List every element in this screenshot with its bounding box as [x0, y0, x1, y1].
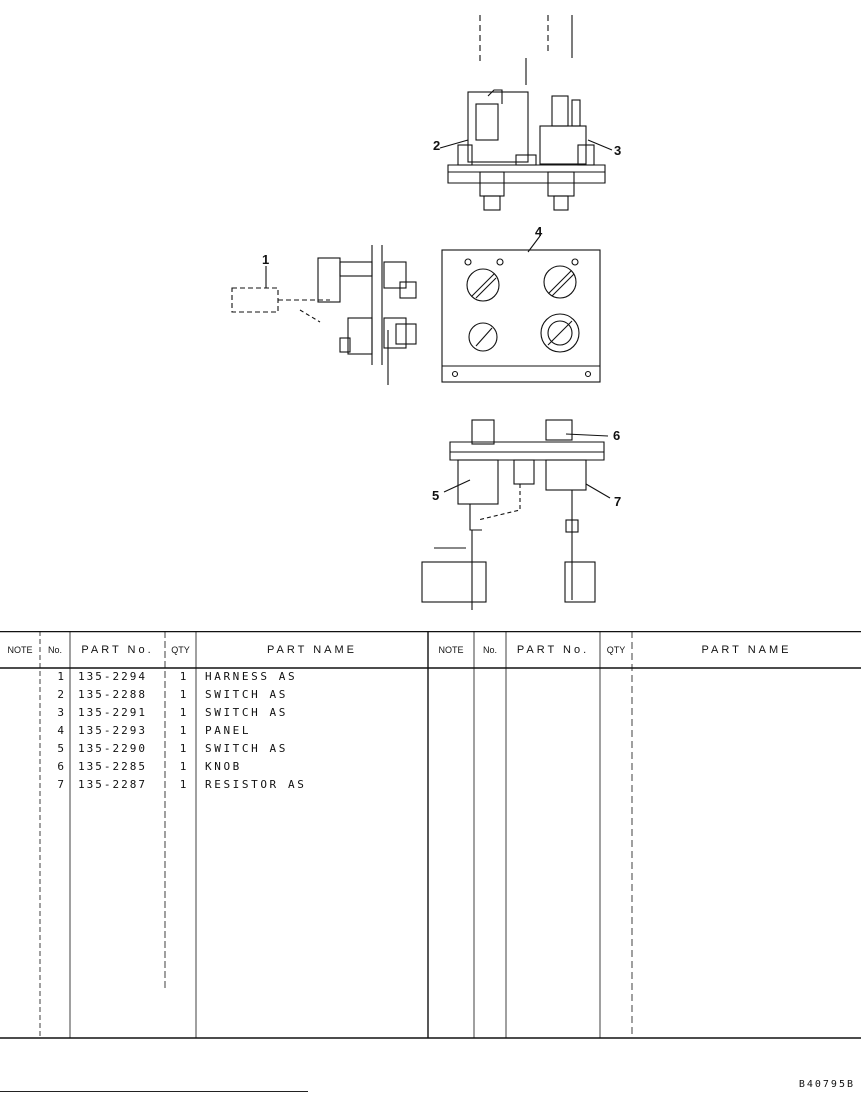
table-row: 1 135-2294 1 HARNESS AS — [0, 668, 428, 686]
row-qty: 1 — [179, 670, 187, 683]
row-part-name: PANEL — [205, 724, 252, 737]
row-part-no: 135-2285 — [78, 760, 147, 773]
callout-2: 2 — [433, 138, 441, 153]
row-part-name: HARNESS AS — [205, 670, 298, 683]
callout-6: 6 — [613, 428, 621, 443]
header-note-right: NOTE — [438, 644, 464, 655]
header-part-no-right: PART No. — [516, 643, 590, 656]
table-row: 4 135-2293 1 PANEL — [0, 722, 428, 740]
row-item-no: 1 — [57, 670, 64, 683]
row-qty: 1 — [179, 706, 187, 719]
row-part-name: SWITCH AS — [205, 688, 289, 701]
row-item-no: 5 — [57, 742, 64, 755]
row-part-name: RESISTOR AS — [205, 778, 307, 791]
row-part-no: 135-2294 — [78, 670, 147, 683]
table-row: 3 135-2291 1 SWITCH AS — [0, 704, 428, 722]
table-row: 6 135-2285 1 KNOB — [0, 758, 428, 776]
header-qty-left: QTY — [171, 644, 190, 655]
table-grid — [0, 631, 861, 1039]
header-qty-right: QTY — [606, 644, 626, 655]
row-qty: 1 — [179, 778, 187, 791]
table-row: 2 135-2288 1 SWITCH AS — [0, 686, 428, 704]
parts-list-table: NOTE No. PART No. QTY PART NAME NOTE No.… — [0, 631, 861, 1039]
row-part-no: 135-2287 — [78, 778, 147, 791]
header-no-left: No. — [47, 644, 62, 655]
row-part-no: 135-2290 — [78, 742, 147, 755]
callout-7: 7 — [614, 494, 622, 509]
row-item-no: 3 — [57, 706, 64, 719]
row-part-no: 135-2293 — [78, 724, 147, 737]
table-row: 5 135-2290 1 SWITCH AS — [0, 740, 428, 758]
row-item-no: 2 — [57, 688, 64, 701]
callout-4: 4 — [535, 224, 543, 239]
row-qty: 1 — [179, 742, 187, 755]
row-item-no: 4 — [57, 724, 64, 737]
row-item-no: 6 — [57, 760, 64, 773]
bottom-switch-assembly — [421, 419, 611, 610]
callout-3: 3 — [614, 143, 622, 158]
drawing-reference-code: B40795B — [798, 1079, 855, 1090]
row-part-no: 135-2291 — [78, 706, 147, 719]
table-row: 7 135-2287 1 RESISTOR AS — [0, 776, 428, 794]
exploded-parts-drawing — [231, 15, 613, 610]
side-view-assembly — [231, 245, 417, 385]
row-item-no: 7 — [57, 778, 64, 791]
header-part-name-left: PART NAME — [267, 643, 357, 656]
row-part-name: SWITCH AS — [205, 706, 289, 719]
row-part-no: 135-2288 — [78, 688, 147, 701]
row-qty: 1 — [179, 688, 187, 701]
row-part-name: SWITCH AS — [205, 742, 289, 755]
top-switch-assembly — [439, 15, 613, 211]
row-qty: 1 — [179, 724, 187, 737]
header-no-right: No. — [482, 644, 497, 655]
header-part-name-right: PART NAME — [701, 643, 792, 656]
row-part-name: KNOB — [205, 760, 242, 773]
header-note-left: NOTE — [7, 644, 33, 655]
callout-5: 5 — [432, 488, 440, 503]
header-part-no-left: PART No. — [81, 643, 154, 656]
footer-divider — [0, 1091, 308, 1092]
front-panel-view — [441, 235, 601, 383]
callout-1: 1 — [262, 252, 270, 267]
row-qty: 1 — [179, 760, 187, 773]
